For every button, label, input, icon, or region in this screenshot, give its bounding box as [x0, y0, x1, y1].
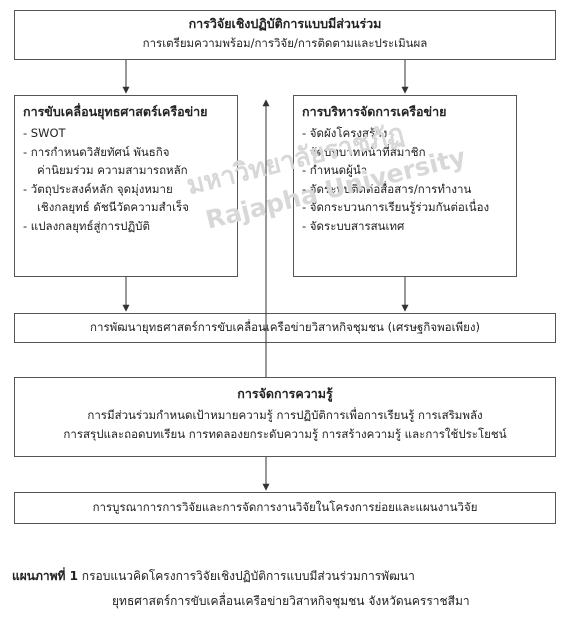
caption-text-2: ยุทธศาสตร์การขับเคลื่อนเครือข่ายวิสาหกิจ…: [112, 594, 470, 608]
list-item: เชิงกลยุทธ์ ดัชนีวัดความสำเร็จ: [37, 200, 189, 214]
knowledge-box: การจัดการความรู้ การมีส่วนร่วมกำหนดเป้าห…: [14, 377, 556, 457]
right-box-list: - จัดผังโครงสร้าง - จัดบทบาทหน้าที่สมาชิ…: [302, 124, 508, 235]
top-box-subtitle: การเตรียมความพร้อม/การวิจัย/การติดตามและ…: [142, 36, 428, 50]
left-box-list: - SWOT - การกำหนดวิสัยทัศน์ พันธกิจ ค่าน…: [23, 124, 229, 235]
top-box-title: การวิจัยเชิงปฏิบัติการแบบมีส่วนร่วม: [188, 16, 382, 31]
left-box: การขับเคลื่อนยุทธศาสตร์เครือข่าย - SWOT …: [14, 95, 238, 277]
right-box-title: การบริหารจัดการเครือข่าย: [302, 104, 447, 119]
list-item: - แปลงกลยุทธ์สู่การปฏิบัติ: [23, 218, 150, 233]
middle-box: การพัฒนายุทธศาสตร์การขับเคลื่อนเครือข่าย…: [14, 313, 556, 343]
knowledge-box-line2: การสรุปและถอดบทเรียน การทดลองยกระดับความ…: [63, 427, 507, 441]
list-item: - จัดระบบติดต่อสื่อสาร/การทำงาน: [302, 181, 472, 196]
figure-label: แผนภาพที่ 1: [12, 569, 78, 583]
list-item: - จัดระบบสารสนเทศ: [302, 218, 405, 233]
figure-caption-line1: แผนภาพที่ 1 กรอบแนวคิดโครงการวิจัยเชิงปฏ…: [12, 565, 415, 587]
list-item: - จัดผังโครงสร้าง: [302, 126, 388, 140]
knowledge-box-line1: การมีส่วนร่วมกำหนดเป้าหมายความรู้ การปฏิ…: [87, 408, 483, 422]
list-item: - จัดบทบาทหน้าที่สมาชิก: [302, 144, 426, 159]
top-box: การวิจัยเชิงปฏิบัติการแบบมีส่วนร่วม การเ…: [14, 10, 556, 60]
caption-text-1: กรอบแนวคิดโครงการวิจัยเชิงปฏิบัติการแบบม…: [81, 569, 415, 583]
figure-caption-line2: ยุทธศาสตร์การขับเคลื่อนเครือข่ายวิสาหกิจ…: [112, 590, 470, 612]
left-box-title: การขับเคลื่อนยุทธศาสตร์เครือข่าย: [23, 104, 208, 119]
list-item: - SWOT: [23, 126, 66, 140]
list-item: - จัดกระบวนการเรียนรู้ร่วมกันต่อเนื่อง: [302, 200, 490, 214]
bottom-box-text: การบูรณาการการวิจัยและการจัดการงานวิจัยใ…: [92, 500, 478, 514]
list-item: - วัตถุประสงค์หลัก จุดมุ่งหมาย: [23, 181, 173, 196]
list-item: - การกำหนดวิสัยทัศน์ พันธกิจ: [23, 144, 170, 159]
list-item: ค่านิยมร่วม ความสามารถหลัก: [37, 163, 188, 177]
list-item: - กำหนดผู้นำ: [302, 163, 368, 177]
right-box: การบริหารจัดการเครือข่าย - จัดผังโครงสร้…: [293, 95, 517, 277]
bottom-box: การบูรณาการการวิจัยและการจัดการงานวิจัยใ…: [14, 492, 556, 524]
middle-box-text: การพัฒนายุทธศาสตร์การขับเคลื่อนเครือข่าย…: [90, 320, 480, 334]
knowledge-box-title: การจัดการความรู้: [237, 386, 333, 401]
